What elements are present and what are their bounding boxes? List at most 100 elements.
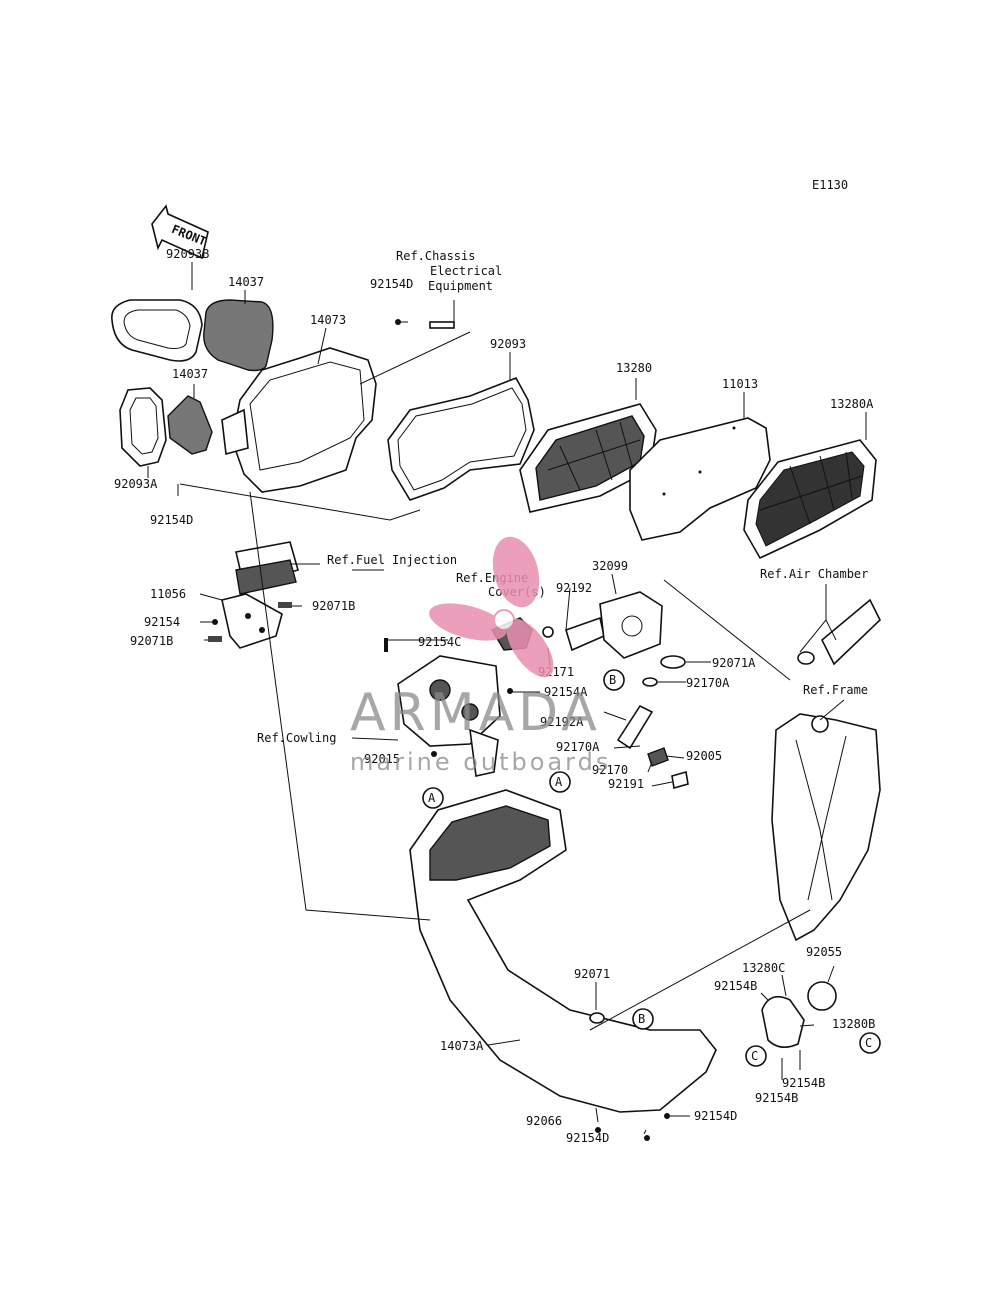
svg-text:A: A [428, 791, 436, 805]
part-label: 92005 [686, 749, 722, 763]
ref-chassis-line3: Equipment [428, 279, 493, 293]
part-label: 92071A [712, 656, 756, 670]
ref-air-chamber: Ref.Air Chamber [760, 567, 868, 581]
part-air-chamber-hose [797, 598, 881, 666]
part-label: 92093 [490, 337, 526, 351]
part-92154a-bolt [507, 688, 513, 694]
ref-frame: Ref.Frame [803, 683, 868, 697]
part-92066-bolt [595, 1127, 601, 1133]
part-32099-box [599, 591, 663, 659]
part-label: 92154B [782, 1076, 825, 1090]
part-label: 92191 [608, 777, 644, 791]
part-label: 14037 [172, 367, 208, 381]
reference-labels: Ref.Chassis Electrical Equipment Ref.Fue… [257, 249, 868, 745]
part-center-housing [397, 655, 501, 777]
part-92071b-grommet-a [278, 602, 292, 608]
part-92071b-grommet-b [208, 636, 222, 642]
part-labels: 92093B 14037 92154D 14073 92093 13280 11… [114, 247, 875, 1145]
part-92071-grommet [589, 1012, 605, 1024]
svg-text:B: B [609, 673, 616, 687]
part-13280a-frame [743, 439, 877, 560]
part-label: 14037 [228, 275, 264, 289]
part-14073-duct-cover [221, 347, 377, 493]
marker-a-left: A [422, 787, 444, 809]
part-label: 92066 [526, 1114, 562, 1128]
svg-text:A: A [555, 775, 563, 789]
marker-c-left: C [745, 1045, 767, 1067]
part-label: 92192A [540, 715, 584, 729]
svg-text:C: C [865, 1036, 872, 1050]
marker-a-right: A [549, 771, 571, 793]
ref-chassis-line2: Electrical [430, 264, 502, 278]
part-fuel-injection-duct [235, 541, 299, 595]
part-label: 13280 [616, 361, 652, 375]
part-label: 92071 [574, 967, 610, 981]
part-13280-frame [519, 403, 657, 513]
part-label: 13280A [830, 397, 874, 411]
svg-text:C: C [751, 1049, 758, 1063]
part-92154d-screw-top [395, 319, 455, 329]
part-label: 92154A [544, 685, 588, 699]
part-label: 92055 [806, 945, 842, 959]
part-label: 92154 [144, 615, 180, 629]
leader-lines [147, 262, 867, 1135]
diagram-code: E1130 [812, 178, 848, 192]
part-label: 92154C [418, 635, 461, 649]
part-92191-cap [671, 770, 689, 790]
part-label: 92154D [150, 513, 193, 527]
part-92093b-trim [111, 299, 203, 362]
part-label: 92093A [114, 477, 158, 491]
part-frame [771, 713, 881, 942]
part-label: 92154B [755, 1091, 798, 1105]
part-label: 92170 [592, 763, 628, 777]
ref-fuel: Ref.Fuel Injection [327, 553, 457, 567]
part-92005-fitting [647, 747, 669, 767]
part-label: 13280B [832, 1017, 875, 1031]
part-label: 13280C [742, 961, 785, 975]
watermark-tagline: marine outboards [350, 748, 611, 776]
part-label: 92154D [566, 1131, 609, 1145]
watermark: ARMADA marine outboards [350, 536, 611, 776]
part-11013-filter [629, 417, 771, 541]
part-92093a-trim [119, 387, 167, 467]
part-label: 92170A [556, 740, 600, 754]
ref-cowling: Ref.Cowling [257, 731, 336, 745]
part-92154c-bolt [384, 638, 388, 652]
part-label: 14073 [310, 313, 346, 327]
part-label: 11056 [150, 587, 186, 601]
marker-c-right: C [859, 1032, 881, 1054]
part-92154d-bolt-b [644, 1135, 650, 1141]
svg-text:B: B [638, 1012, 645, 1026]
part-label: 92093B [166, 247, 209, 261]
part-label: 92015 [364, 752, 400, 766]
circle-markers: A A B B C C [422, 669, 881, 1067]
part-label: 92071B [312, 599, 355, 613]
part-92093-gasket [387, 376, 535, 501]
part-14037-mesh-lower [167, 395, 213, 455]
part-92192a-hose [616, 704, 654, 750]
part-label: 92192 [556, 581, 592, 595]
part-label: 92154B [714, 979, 757, 993]
part-92192-hose [565, 616, 605, 652]
part-label: 92154D [370, 277, 413, 291]
part-92015-bolt [431, 751, 437, 757]
part-92170a-clamp-a [642, 677, 658, 687]
ref-chassis-line1: Ref.Chassis [396, 249, 475, 263]
part-13280-clamp-ring [761, 981, 837, 1048]
marker-b-bottom: B [632, 1008, 654, 1030]
part-92154d-bolt-a [664, 1113, 670, 1119]
watermark-brand: ARMADA [350, 683, 601, 743]
part-92071a-grommet [660, 655, 686, 669]
part-14037-mesh-upper [203, 299, 274, 372]
part-label: 32099 [592, 559, 628, 573]
part-label: 92154D [694, 1109, 737, 1123]
propeller-logo-icon [429, 536, 554, 678]
part-92154-bolt [212, 619, 218, 625]
part-11056-bracket [221, 593, 283, 649]
part-label: 11013 [722, 377, 758, 391]
part-label: 14073A [440, 1039, 484, 1053]
part-label: 92170A [686, 676, 730, 690]
part-label: 92071B [130, 634, 173, 648]
marker-b-top: B [603, 669, 625, 691]
